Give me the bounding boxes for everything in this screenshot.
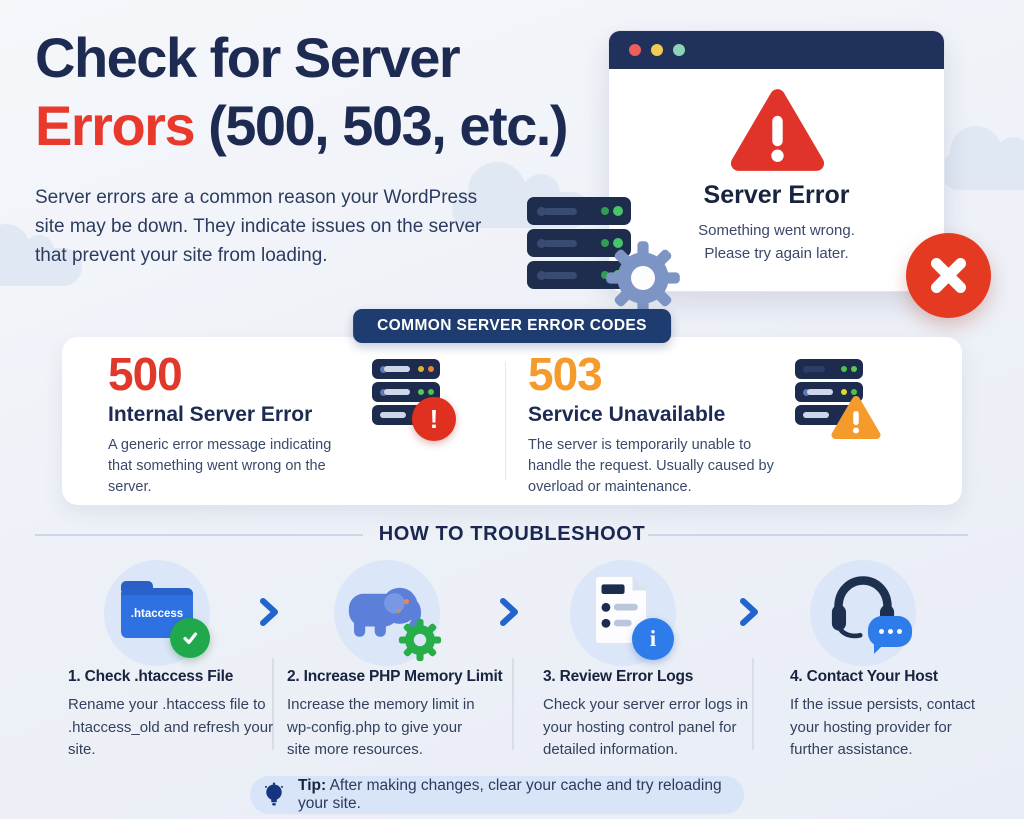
- tip-bar: Tip: After making changes, clear your ca…: [250, 776, 744, 814]
- step3-description: Check your server error logs in your hos…: [543, 696, 749, 758]
- gear-icon: [606, 241, 680, 315]
- error-dialog-message: Something went wrong. Please try again l…: [698, 222, 855, 262]
- server-warning-icon: [795, 359, 881, 439]
- error-code-503: 503: [528, 348, 603, 400]
- folder-label: .htaccess: [130, 608, 184, 620]
- chevron-right-icon: [260, 598, 278, 626]
- error-code-500-description: A generic error message indicating that …: [108, 437, 332, 495]
- window-maximize-dot-icon: [673, 44, 685, 56]
- error-exclamation-icon: !: [412, 397, 456, 441]
- error-codes-card: 500 Internal Server Error A generic erro…: [62, 337, 962, 505]
- column-divider: [752, 658, 754, 750]
- chat-dots-icon: [868, 616, 912, 654]
- page-title-line2: Errors(500, 503, etc.): [35, 92, 568, 160]
- browser-titlebar: [609, 31, 944, 69]
- intro-paragraph: Server errors are a common reason your W…: [35, 187, 482, 266]
- error-code-503-title: Service Unavailable: [528, 403, 726, 426]
- step4-icon-circle: [810, 560, 916, 666]
- step1-description: Rename your .htaccess file to .htaccess_…: [68, 696, 274, 758]
- step1-title: 1. Check .htaccess File: [68, 668, 234, 685]
- card-divider: [505, 362, 506, 480]
- step2-title: 2. Increase PHP Memory Limit: [287, 668, 503, 685]
- troubleshoot-heading: HOW TO TROUBLESHOOT: [378, 523, 646, 545]
- server-stack-icon: [527, 197, 631, 289]
- step3-title: 3. Review Error Logs: [543, 668, 694, 685]
- chevron-right-icon: [740, 598, 758, 626]
- window-close-dot-icon: [629, 44, 641, 56]
- column-divider: [512, 658, 514, 750]
- heading-rule-left: [35, 534, 363, 536]
- page-title-accent: Errors: [35, 94, 196, 157]
- heading-rule-right: [648, 534, 968, 536]
- check-icon: [170, 618, 210, 658]
- section-badge-common-error-codes: COMMON SERVER ERROR CODES: [353, 309, 671, 343]
- server-error-icon: !: [372, 359, 456, 441]
- chevron-right-icon: [500, 598, 518, 626]
- cloud-decoration: [940, 126, 1024, 190]
- close-x-icon: [906, 233, 991, 318]
- error-dialog-title: Server Error: [703, 181, 850, 209]
- page-title-suffix: (500, 503, etc.): [208, 94, 568, 157]
- error-code-500: 500: [108, 348, 183, 400]
- php-elephant-icon: [348, 587, 422, 637]
- step4-description: If the issue persists, contact your host…: [790, 696, 976, 758]
- page-title: Check for Server Errors(500, 503, etc.): [35, 24, 568, 160]
- column-divider: [272, 658, 274, 750]
- tip-text: Tip: After making changes, clear your ca…: [298, 777, 722, 812]
- lightbulb-icon: [265, 782, 283, 806]
- step3-icon-circle: i: [570, 560, 676, 666]
- warning-triangle-icon: [831, 396, 881, 439]
- tip-label: Tip:: [298, 777, 327, 794]
- error-log-document-icon: [594, 575, 648, 645]
- step2-description: Increase the memory limit in wp-config.p…: [287, 696, 475, 758]
- warning-triangle-icon: [730, 89, 825, 171]
- htaccess-folder-icon: .htaccess: [121, 581, 193, 638]
- step4-title: 4. Contact Your Host: [790, 668, 938, 685]
- page-title-line1: Check for Server: [35, 26, 461, 89]
- window-minimize-dot-icon: [651, 44, 663, 56]
- info-icon: i: [632, 618, 674, 660]
- cloud-decoration: [0, 224, 82, 286]
- error-code-503-description: The server is temporarily unable to hand…: [528, 437, 774, 495]
- gear-badge-icon: [398, 618, 442, 662]
- browser-window-mockup: Server Error Something went wrong. Pleas…: [608, 30, 945, 292]
- step1-icon-circle: .htaccess: [104, 560, 210, 666]
- error-code-500-title: Internal Server Error: [108, 403, 313, 426]
- step2-icon-circle: [334, 560, 442, 666]
